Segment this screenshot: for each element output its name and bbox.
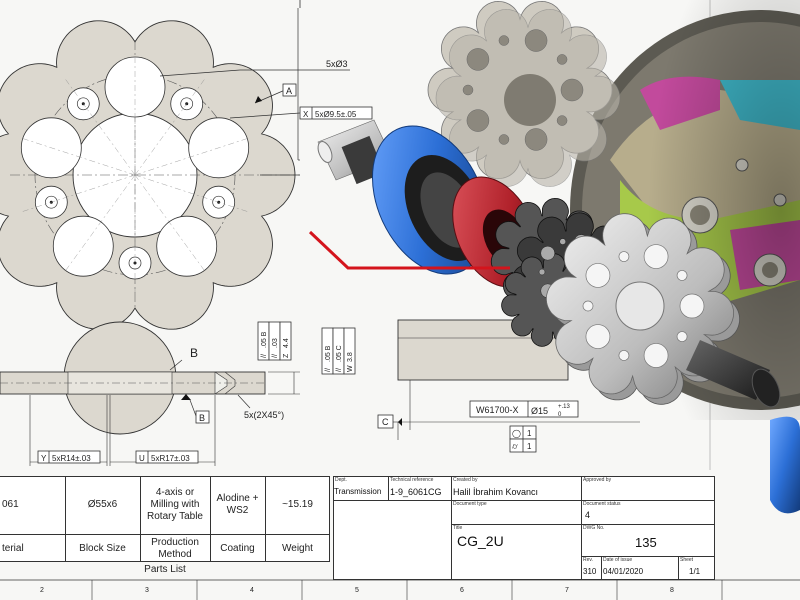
w-dimension-frame <box>469 400 579 418</box>
svg-text://: // <box>325 368 332 372</box>
datum-b-box <box>195 410 210 424</box>
created-by-value: Halil İbrahim Kovancı <box>453 487 539 497</box>
svg-text:1: 1 <box>527 442 532 451</box>
svg-text:.05 B: .05 B <box>261 331 268 348</box>
radius-y-id: Y <box>41 454 47 463</box>
w-dimension-spec: Ø15 <box>531 406 548 416</box>
title-label: Title <box>453 525 463 531</box>
approved-by-label: Approved by <box>583 477 612 483</box>
parts-list-value: 4-axis or Milling with Rotary Table <box>147 487 203 522</box>
date-label: Date of issue <box>603 557 633 563</box>
section-label-b: B <box>190 346 198 360</box>
border-number: 4 <box>250 587 254 594</box>
rev-value: 310 <box>583 567 597 576</box>
datum-c-box <box>377 414 394 429</box>
svg-text:4.4: 4.4 <box>283 338 290 348</box>
tech-ref-label: Technical reference <box>390 477 434 483</box>
parts-list-header: Production Method <box>151 537 199 560</box>
svg-text:.03: .03 <box>272 338 279 348</box>
svg-text://: // <box>261 354 268 358</box>
svg-text://: // <box>336 368 343 372</box>
title-value: CG_2U <box>457 533 504 549</box>
w-dimension-tol-lower: 0 <box>558 412 562 418</box>
svg-text:◯: ◯ <box>512 429 521 438</box>
parts-list-value: Ø55x6 <box>87 499 118 510</box>
border-number: 5 <box>355 587 359 594</box>
hole-tolerance-frame <box>299 106 373 120</box>
end-shaft-part <box>686 340 781 408</box>
document-type-label: Document type <box>453 501 487 507</box>
parts-list-value: ~15.19 <box>282 499 313 510</box>
dwg-no-label: DWG No. <box>583 525 605 531</box>
radius-y-frame <box>37 450 101 464</box>
parts-list-value: 061 <box>2 499 19 510</box>
radius-y-spec: 5xR14±.03 <box>52 454 91 463</box>
svg-text:⌭: ⌭ <box>512 442 518 451</box>
red-leader-line <box>308 230 510 270</box>
svg-text:3.8: 3.8 <box>347 352 354 362</box>
parts-list-header: Coating <box>220 543 255 554</box>
radius-u-id: U <box>139 454 145 463</box>
border-number: 6 <box>460 587 464 594</box>
parts-list-table: 061 Ø55x6 4-axis or Milling with Rotary Ta… <box>0 476 330 580</box>
border-number: 7 <box>565 587 569 594</box>
chamfer-label: 5x(2X45°) <box>244 410 284 420</box>
datum-c-label: C <box>382 417 389 427</box>
title-block: Dept. Transmission Technical reference 1… <box>333 476 715 580</box>
datum-b-label: B <box>199 413 205 423</box>
border-number: 8 <box>670 587 674 594</box>
border-number: 2 <box>40 587 44 594</box>
rendered-part-background <box>427 0 621 187</box>
gdt-frame-right: // .05 B // .05 C W 3.8 <box>321 327 356 375</box>
created-by-label: Created by <box>453 477 478 483</box>
parts-list-header: terial <box>2 543 24 554</box>
svg-text:.05 B: .05 B <box>325 345 332 362</box>
gdt-frame-left: // .05 B // .03 Z 4.4 <box>257 321 292 361</box>
sheet-value: 1/1 <box>689 567 701 576</box>
holes-count-label: 5xØ3 <box>326 59 348 69</box>
w-dimension-id: W61700-X <box>476 405 519 415</box>
w-dimension-tol-upper: +.13 <box>558 404 571 410</box>
datum-a-label: A <box>286 86 292 96</box>
svg-text://: // <box>272 354 279 358</box>
tech-ref-value: 1-9_6061CG <box>390 487 442 497</box>
document-status-label: Document status <box>583 501 621 507</box>
dwg-no-value: 135 <box>635 535 657 550</box>
top-view <box>0 20 300 330</box>
dept-value: Transmission <box>334 487 382 496</box>
rev-label: Rev. <box>583 557 593 563</box>
svg-text:.05 C: .05 C <box>336 345 343 362</box>
hole-tolerance-spec: 5xØ9.5±.05 <box>315 110 357 119</box>
radius-u-spec: 5xR17±.03 <box>151 454 190 463</box>
dept-label: Dept. <box>335 477 347 483</box>
parts-list-value: Alodine + WS2 <box>216 493 259 516</box>
border-number: 3 <box>145 587 149 594</box>
svg-text:1: 1 <box>527 429 532 438</box>
svg-text:W: W <box>347 365 354 372</box>
datum-a-box <box>282 83 297 97</box>
document-status-value: 4 <box>585 510 591 520</box>
date-value: 04/01/2020 <box>603 567 644 576</box>
sheet-label: Sheet <box>680 557 694 563</box>
hole-tolerance-id: X <box>303 110 309 119</box>
parts-list-header: Block Size <box>79 543 126 554</box>
radius-u-frame <box>135 450 199 464</box>
flatness-frame: ◯ 1 ⌭ 1 <box>509 425 537 453</box>
parts-list-title: Parts List <box>144 564 186 575</box>
svg-text:Z: Z <box>283 353 290 358</box>
blue-corner-part <box>770 416 800 514</box>
parts-list-header: Weight <box>282 543 313 554</box>
border-numbers: 2 3 4 5 6 7 8 <box>40 580 723 600</box>
